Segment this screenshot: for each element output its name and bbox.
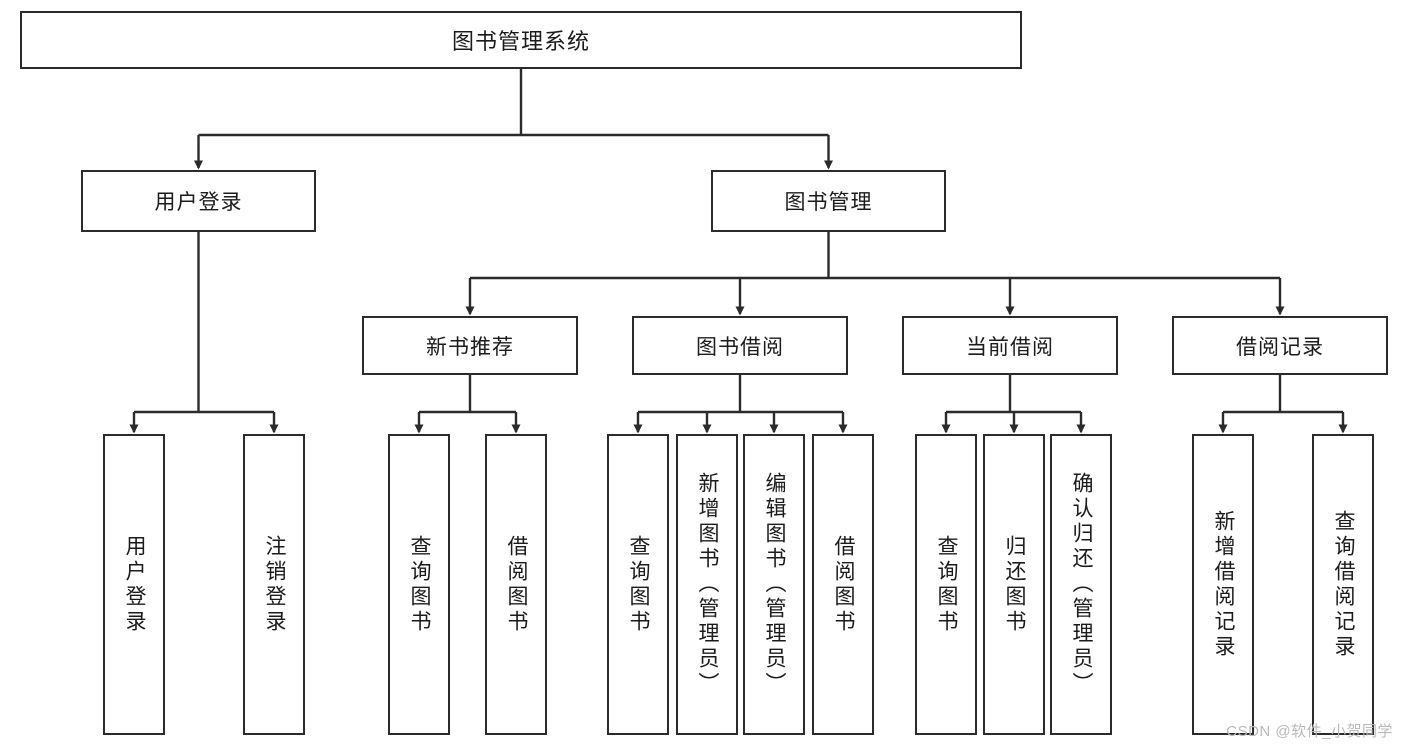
- node-label: 查询图书: [935, 534, 958, 635]
- node-leaf-borrow-book-2[interactable]: 借阅图书: [812, 434, 874, 735]
- node-leaf-user-logout[interactable]: 注销登录: [243, 434, 305, 735]
- node-book-borrow[interactable]: 图书借阅: [632, 316, 848, 375]
- node-leaf-add-record[interactable]: 新增借阅记录: [1192, 434, 1254, 735]
- node-leaf-add-book[interactable]: 新增图书（管理员）: [676, 434, 738, 735]
- node-new-book-recommend[interactable]: 新书推荐: [362, 316, 578, 375]
- node-label: 图书管理系统: [451, 29, 590, 54]
- node-leaf-user-login[interactable]: 用户登录: [103, 434, 165, 735]
- node-label: 查询图书: [408, 534, 431, 635]
- node-borrow-record[interactable]: 借阅记录: [1172, 316, 1388, 375]
- node-label: 图书管理: [784, 191, 873, 214]
- node-label: 用户登录: [123, 534, 146, 635]
- node-label: 查询借阅记录: [1332, 509, 1355, 660]
- node-label: 查询图书: [627, 534, 650, 635]
- node-leaf-edit-book[interactable]: 编辑图书（管理员）: [743, 434, 805, 735]
- node-label: 借阅图书: [505, 534, 528, 635]
- node-label: 当前借阅: [966, 335, 1054, 359]
- node-label: 新增借阅记录: [1212, 509, 1235, 660]
- node-label: 借阅记录: [1236, 335, 1324, 359]
- node-label: 归还图书: [1003, 534, 1026, 635]
- node-leaf-query-record[interactable]: 查询借阅记录: [1312, 434, 1374, 735]
- node-leaf-borrow-book-1[interactable]: 借阅图书: [485, 434, 547, 735]
- node-label: 注销登录: [263, 534, 286, 635]
- node-label: 新增图书（管理员）: [696, 472, 719, 697]
- node-label: 编辑图书（管理员）: [763, 472, 786, 697]
- node-leaf-query-book-3[interactable]: 查询图书: [915, 434, 977, 735]
- node-current-borrow[interactable]: 当前借阅: [902, 316, 1118, 375]
- node-leaf-return-book[interactable]: 归还图书: [983, 434, 1045, 735]
- node-label: 确认归还（管理员）: [1070, 472, 1093, 697]
- node-label: 新书推荐: [426, 335, 514, 359]
- node-root-title[interactable]: 图书管理系统: [20, 11, 1022, 69]
- node-label: 图书借阅: [696, 335, 784, 359]
- node-book-manage[interactable]: 图书管理: [711, 170, 946, 232]
- node-label: 借阅图书: [832, 534, 855, 635]
- node-leaf-confirm-return[interactable]: 确认归还（管理员）: [1050, 434, 1112, 735]
- node-user-login[interactable]: 用户登录: [81, 170, 316, 232]
- node-label: 用户登录: [154, 191, 243, 214]
- node-leaf-query-book-2[interactable]: 查询图书: [607, 434, 669, 735]
- node-leaf-query-book-1[interactable]: 查询图书: [388, 434, 450, 735]
